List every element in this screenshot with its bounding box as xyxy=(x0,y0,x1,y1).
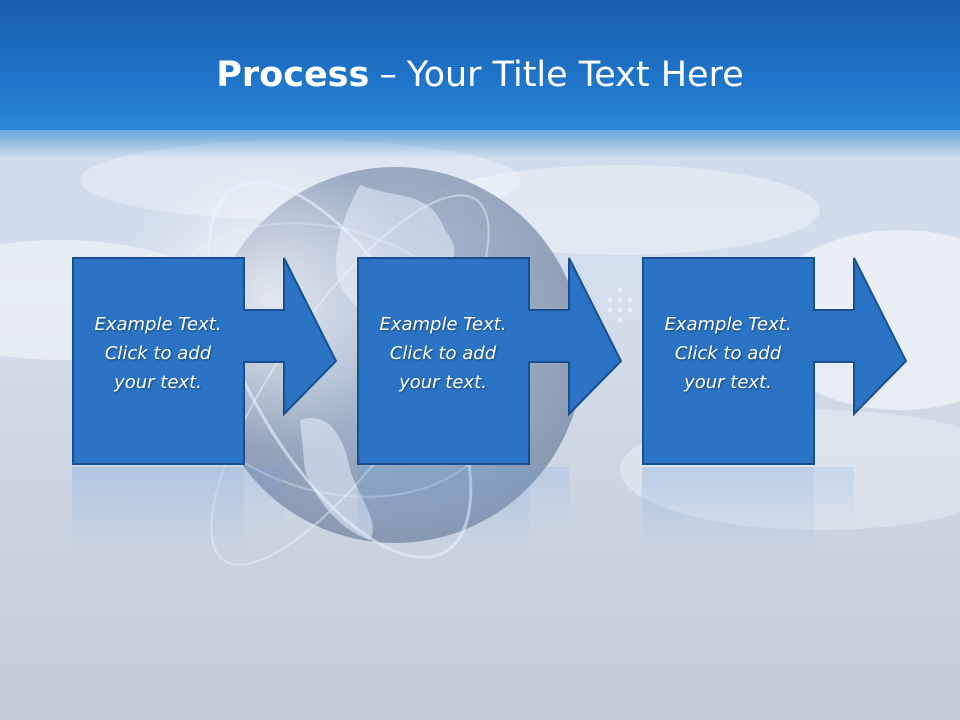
process-step-3[interactable]: Example Text. Click to add your text. xyxy=(642,257,908,465)
step-1-line-2: Click to add xyxy=(104,343,212,364)
title-bar xyxy=(0,0,960,130)
step-3-arrow-shape xyxy=(642,257,908,465)
title-dash: – xyxy=(379,55,397,95)
step-1-text[interactable]: Example Text. Click to add your text. xyxy=(72,310,244,397)
step-3-line-1: Example Text. xyxy=(664,314,792,335)
step-1-line-1: Example Text. xyxy=(94,314,222,335)
slide-title[interactable]: Process–Your Title Text Here xyxy=(0,52,960,98)
title-bar-fade xyxy=(0,118,960,158)
title-bold-word: Process xyxy=(216,55,370,95)
step-3-line-2: Click to add xyxy=(674,343,782,364)
process-step-2[interactable]: Example Text. Click to add your text. xyxy=(357,257,623,465)
steps-reflection xyxy=(72,467,854,547)
step-1-line-3: your text. xyxy=(114,372,202,393)
step-1-arrow-shape xyxy=(72,257,338,465)
step-2-text[interactable]: Example Text. Click to add your text. xyxy=(357,310,529,397)
process-step-1[interactable]: Example Text. Click to add your text. xyxy=(72,257,338,465)
step-2-line-2: Click to add xyxy=(389,343,497,364)
step-2-line-3: your text. xyxy=(399,372,487,393)
step-2-line-1: Example Text. xyxy=(379,314,507,335)
step-3-text[interactable]: Example Text. Click to add your text. xyxy=(642,310,814,397)
title-rest: Your Title Text Here xyxy=(406,55,744,95)
step-2-arrow-shape xyxy=(357,257,623,465)
step-3-line-3: your text. xyxy=(684,372,772,393)
